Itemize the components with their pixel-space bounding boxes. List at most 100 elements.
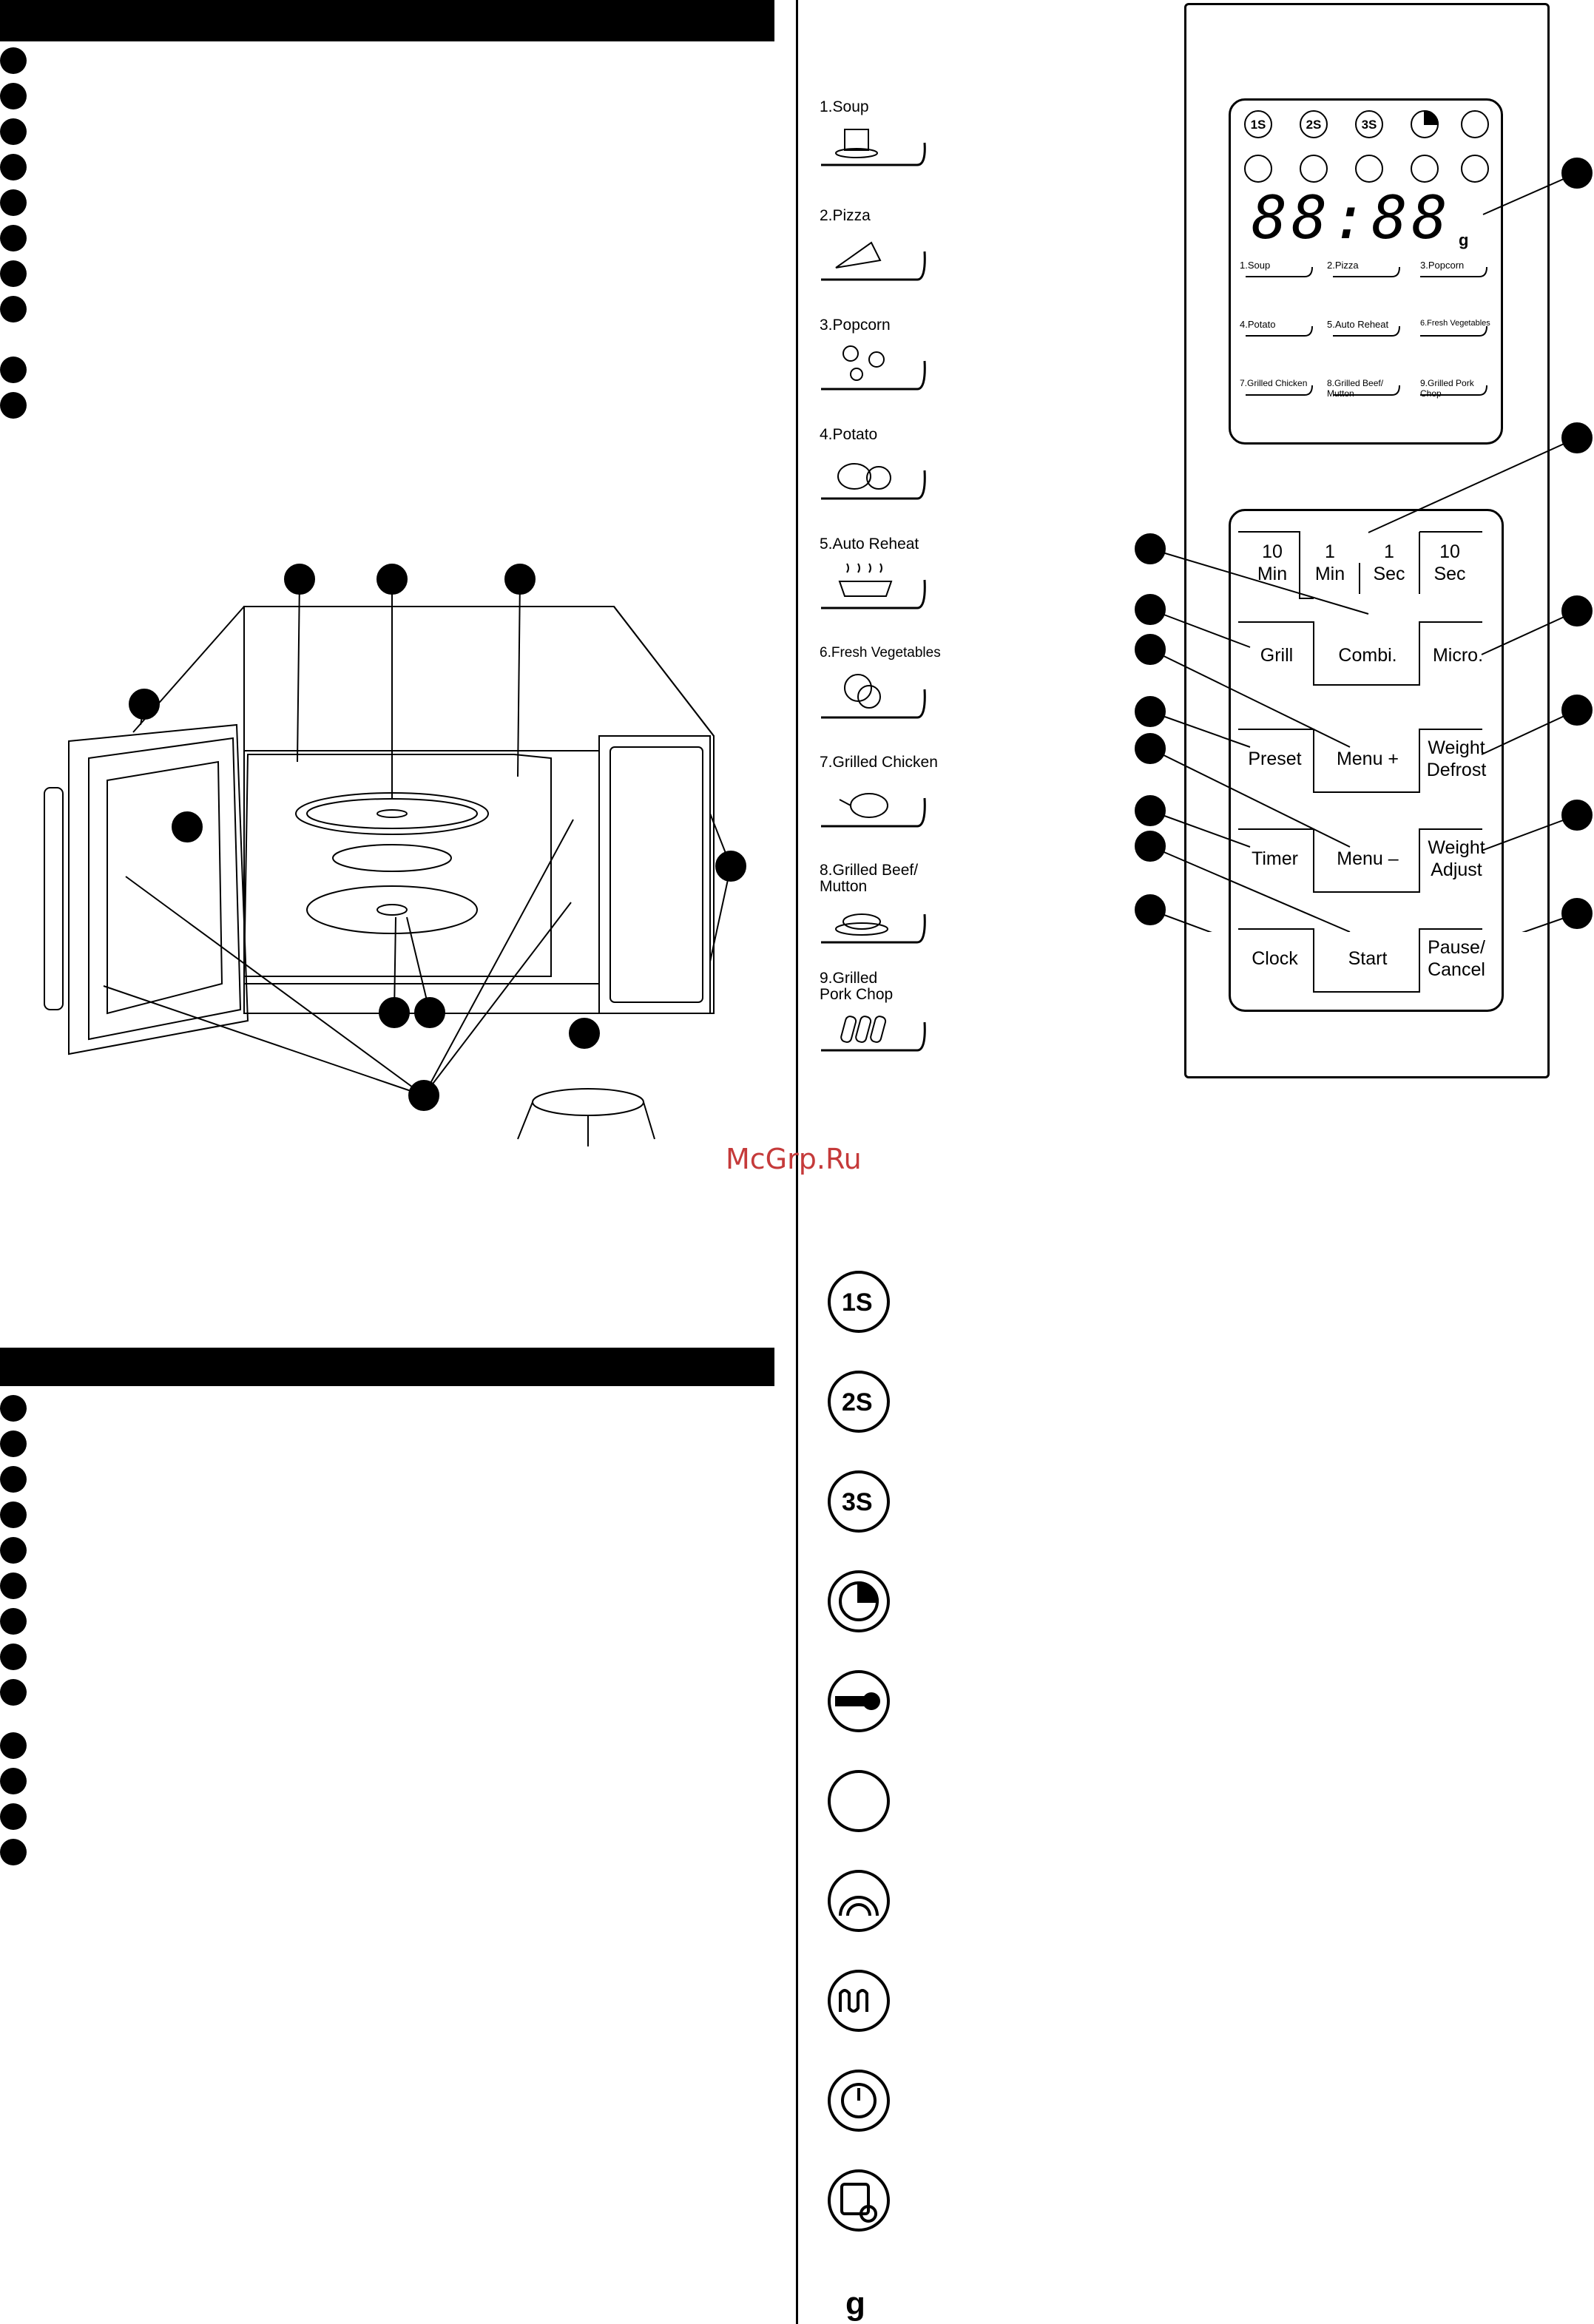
- menu-soup-label: 1.Soup: [820, 98, 869, 115]
- bullet: [0, 1395, 27, 1422]
- vegetables-icon: [821, 674, 926, 719]
- lcd-unit: g: [1459, 231, 1469, 249]
- lcd-display: 1S 2S 3S 88:88 g 1.Soup 2.Pizza 3.Popcor…: [1229, 98, 1503, 445]
- keypad-callouts: [1135, 158, 1593, 932]
- bullet: [0, 118, 27, 145]
- pork-chop-icon: [821, 1016, 926, 1052]
- bullet: [0, 1839, 27, 1865]
- legend-2s-label: 2S: [842, 1388, 873, 1416]
- bullet: [0, 1644, 27, 1670]
- lcd-icons: 1S 2S 3S: [1244, 109, 1489, 396]
- watermark: McGrp.Ru: [726, 1143, 862, 1175]
- lcd-menu-2: 2.Pizza: [1327, 260, 1359, 271]
- combi-button[interactable]: Combi.: [1338, 645, 1397, 666]
- weight-adjust-line2: Adjust: [1431, 859, 1482, 880]
- weight-defrost-line1: Weight: [1428, 737, 1485, 758]
- bullet: [0, 296, 27, 322]
- menu-reheat-label: 5.Auto Reheat: [820, 536, 919, 553]
- bullet: [0, 189, 27, 216]
- bullet: [0, 154, 27, 180]
- lcd-digits: 88:88: [1252, 183, 1452, 252]
- pause-cancel-line2: Cancel: [1428, 959, 1485, 980]
- bullet: [0, 1608, 27, 1635]
- menu-potato-label: 4.Potato: [820, 426, 878, 443]
- ten-min-value: 10: [1262, 541, 1283, 562]
- one-sec-unit: Sec: [1373, 564, 1405, 584]
- menu-potato: 4.Potato: [814, 426, 932, 507]
- bullet: [0, 47, 27, 74]
- menu-beef: 8.Grilled Beef/ Mutton: [814, 862, 932, 951]
- menu-vegetables: 6.Fresh Vegetables: [814, 645, 941, 726]
- potato-icon: [821, 463, 926, 500]
- ten-min-unit: Min: [1257, 564, 1288, 584]
- menu-minus-button[interactable]: Menu –: [1337, 848, 1399, 869]
- keypad-separators: [1238, 531, 1482, 993]
- legend-icon-stack: [828, 1271, 890, 2232]
- grill-button[interactable]: Grill: [1260, 645, 1294, 666]
- clock-button[interactable]: Clock: [1252, 948, 1298, 969]
- timer-button[interactable]: Timer: [1252, 848, 1298, 869]
- lcd-menu-8: 8.Grilled Beef/ Mutton: [1327, 378, 1384, 399]
- menu-reheat: 5.Auto Reheat: [814, 536, 932, 617]
- ten-sec-value: 10: [1439, 541, 1460, 562]
- one-min-value: 1: [1325, 541, 1335, 562]
- menu-plus-button[interactable]: Menu +: [1336, 749, 1399, 769]
- one-min-unit: Min: [1314, 564, 1345, 584]
- lcd-menu-1: 1.Soup: [1240, 260, 1271, 271]
- menu-popcorn-label: 3.Popcorn: [820, 317, 891, 334]
- microwave-diagram: [44, 564, 746, 1146]
- lcd-menu-7: 7.Grilled Chicken: [1240, 378, 1308, 388]
- control-panel-frame: [1184, 3, 1550, 1078]
- weight-defrost-line2: Defrost: [1426, 760, 1487, 780]
- pause-cancel-button[interactable]: Pause/Cancel: [1419, 936, 1493, 981]
- lcd-3s-label: 3S: [1362, 118, 1377, 132]
- weight-adjust-line1: Weight: [1428, 837, 1485, 858]
- lcd-menu-6: 6.Fresh Vegetables: [1420, 319, 1490, 328]
- bullet: [0, 1732, 27, 1759]
- ten-sec-unit: Sec: [1433, 564, 1466, 584]
- preset-button[interactable]: Preset: [1248, 749, 1302, 769]
- bullet: [0, 1502, 27, 1528]
- popcorn-icon: [821, 345, 926, 391]
- section-header-bar-bottom: [0, 1348, 774, 1386]
- micro-button[interactable]: Micro.: [1432, 645, 1484, 666]
- reheat-icon: [821, 563, 926, 609]
- chicken-icon: [821, 793, 926, 828]
- beef-icon: [821, 913, 926, 944]
- bullet: [0, 1466, 27, 1493]
- menu-beef-label: 8.Grilled Beef/ Mutton: [820, 862, 919, 895]
- legend-3s-label: 3S: [842, 1488, 873, 1516]
- bullet: [0, 1537, 27, 1564]
- column-divider: [796, 0, 798, 2324]
- bullet: [0, 1679, 27, 1706]
- lcd-menu-3: 3.Popcorn: [1420, 260, 1465, 271]
- pizza-icon: [821, 241, 926, 281]
- menu-vegetables-label: 6.Fresh Vegetables: [820, 645, 941, 661]
- pause-cancel-line1: Pause/: [1428, 937, 1485, 958]
- menu-chicken-label: 7.Grilled Chicken: [820, 754, 938, 771]
- menu-soup: 1.Soup: [814, 98, 932, 180]
- soup-icon: [821, 129, 926, 166]
- bullet: [0, 1430, 27, 1457]
- menu-popcorn: 3.Popcorn: [814, 317, 932, 398]
- start-button[interactable]: Start: [1348, 948, 1388, 969]
- lcd-1s-label: 1S: [1251, 118, 1266, 132]
- menu-pork-chop: 9.Grilled Pork Chop: [814, 970, 932, 1059]
- bullet: [0, 1803, 27, 1830]
- lcd-menu-9: 9.Grilled Pork Chop: [1420, 378, 1474, 399]
- bullet: [0, 83, 27, 109]
- lcd-menu-5: 5.Auto Reheat: [1327, 319, 1389, 330]
- lcd-menu-4: 4.Potato: [1240, 319, 1276, 330]
- menu-pizza: 2.Pizza: [814, 207, 932, 288]
- legend-1s-label: 1S: [842, 1288, 873, 1317]
- bullet: [0, 357, 27, 383]
- one-sec-value: 1: [1384, 541, 1394, 562]
- menu-chicken: 7.Grilled Chicken: [814, 754, 938, 835]
